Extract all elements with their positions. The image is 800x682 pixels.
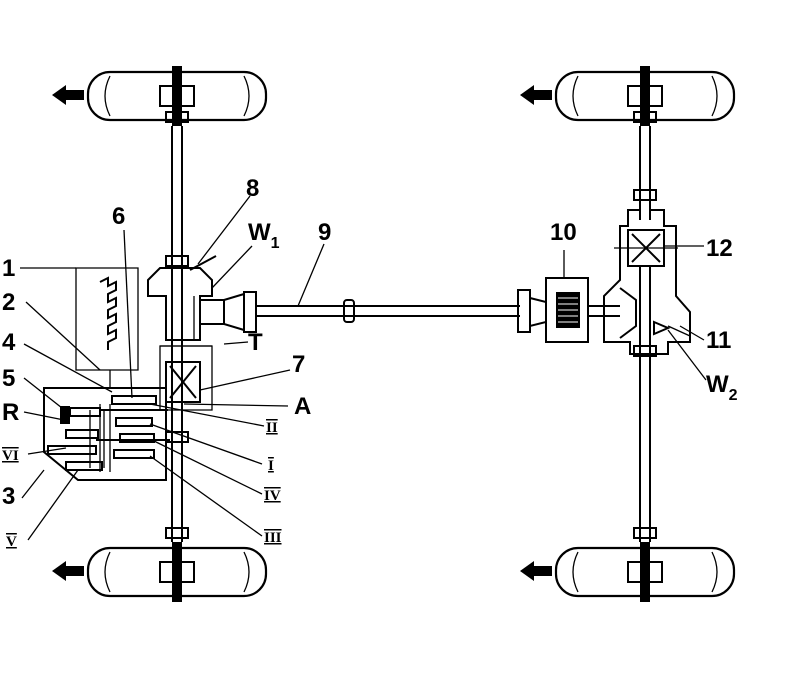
wheel-rear-left xyxy=(86,542,268,602)
label-A: A xyxy=(294,393,311,420)
label-3: 3 xyxy=(2,483,15,510)
label-gear-II: II xyxy=(266,420,278,436)
label-6: 6 xyxy=(112,203,125,230)
label-T: T xyxy=(248,329,263,356)
leader-lines xyxy=(20,195,707,541)
label-5: 5 xyxy=(2,365,15,392)
label-1: 1 xyxy=(2,255,15,282)
label-gear-VI: VI xyxy=(2,448,19,464)
left-axle-shaft xyxy=(165,111,189,542)
engine-block xyxy=(75,267,139,371)
label-11: 11 xyxy=(706,327,731,354)
arrow-left-icon xyxy=(52,561,84,581)
label-gear-IV: IV xyxy=(264,488,281,504)
label-10: 10 xyxy=(550,219,577,246)
label-9: 9 xyxy=(318,219,331,246)
label-W2: W2 xyxy=(706,371,738,404)
arrow-left-icon xyxy=(52,85,84,105)
label-W1: W1 xyxy=(248,219,280,252)
label-gear-III: III xyxy=(264,530,282,546)
label-8: 8 xyxy=(246,175,259,202)
label-12: 12 xyxy=(706,235,733,262)
rear-differential xyxy=(603,199,691,355)
label-R: R xyxy=(2,399,19,426)
propeller-shaft xyxy=(223,289,547,333)
gear-set xyxy=(47,395,170,472)
right-axle-shaft xyxy=(633,111,657,542)
arrow-left-icon xyxy=(520,85,552,105)
wheel-front-left xyxy=(86,66,268,126)
arrow-left-icon xyxy=(520,561,552,581)
label-gear-I: I xyxy=(268,458,274,474)
wheel-rear-right xyxy=(554,542,736,602)
label-4: 4 xyxy=(2,329,16,356)
label-gear-V: V xyxy=(6,534,17,550)
label-7: 7 xyxy=(292,351,305,378)
label-2: 2 xyxy=(2,289,15,316)
wheel-front-right xyxy=(554,66,736,126)
viscous-coupling xyxy=(545,277,620,343)
